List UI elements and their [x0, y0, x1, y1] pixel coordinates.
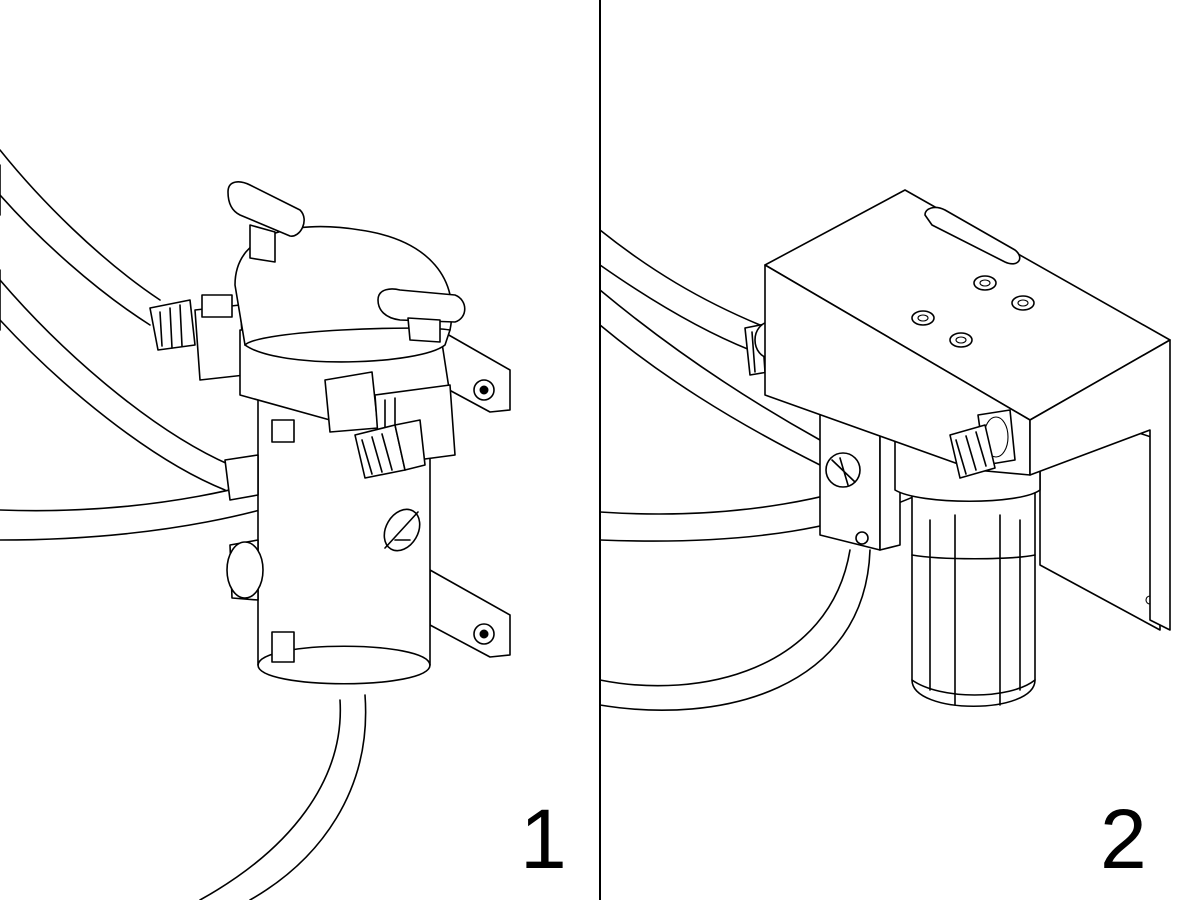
- bracket-lower: [429, 569, 511, 658]
- panel-2-number: 2: [1100, 792, 1147, 886]
- hose-middle-left-2: [599, 289, 821, 466]
- panel-2: 2: [599, 189, 1171, 886]
- left-fittings: [149, 294, 264, 601]
- logo-mark-icon: [383, 508, 421, 552]
- panel-1: 1: [0, 149, 567, 900]
- panel-1-number: 1: [520, 792, 567, 886]
- hose-bottom-2: [599, 549, 871, 711]
- hose-middle-left: [0, 269, 231, 491]
- hose-upper-left-2: [599, 229, 761, 351]
- hose-upper-left: [0, 149, 161, 326]
- filter-bowl: [911, 479, 1036, 708]
- hose-bottom: [199, 694, 367, 900]
- t-handle-top: [227, 181, 305, 263]
- cover-screws: [911, 275, 1035, 348]
- fitting-nut-icon: [354, 419, 426, 479]
- outlet-fitting-2: [949, 424, 996, 479]
- cover-box: [764, 189, 1171, 631]
- wing-nut-icon: [377, 288, 466, 343]
